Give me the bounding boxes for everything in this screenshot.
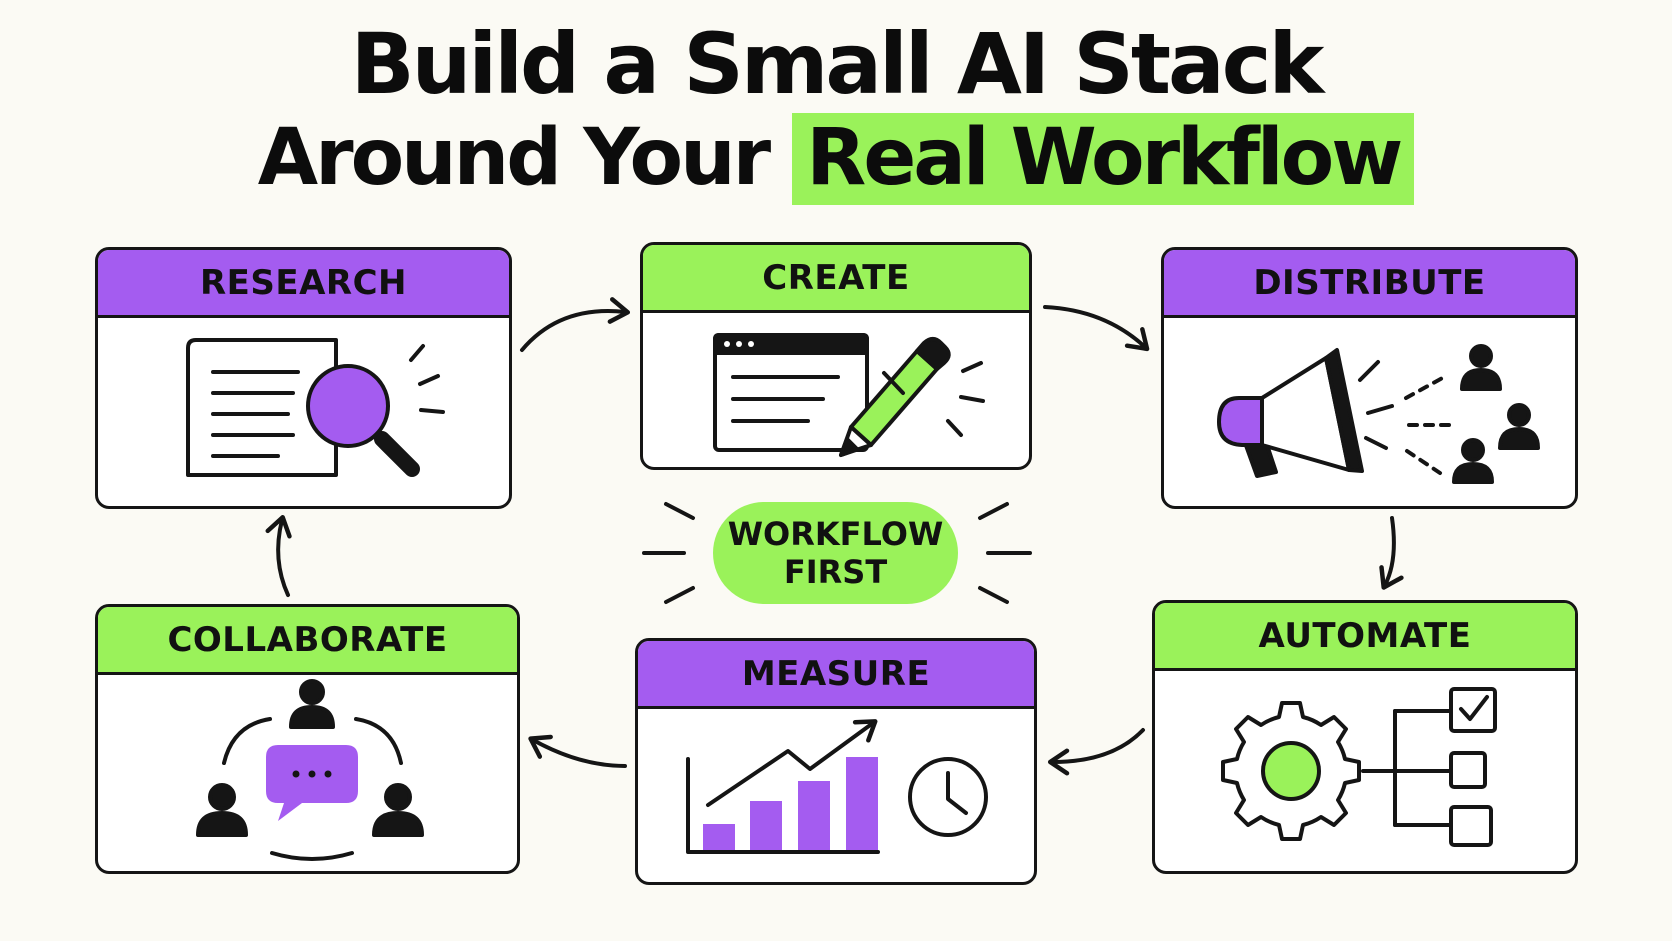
badge-line-1: WORKFLOW xyxy=(727,515,944,553)
step-title-automate: AUTOMATE xyxy=(1155,603,1575,671)
arrow-distribute-to-automate xyxy=(1379,516,1404,590)
arrow-collaborate-to-research xyxy=(265,515,292,597)
step-title-distribute: DISTRIBUTE xyxy=(1164,250,1575,318)
workflow-first-badge: WORKFLOW FIRST xyxy=(713,502,958,604)
gear-checklist-icon xyxy=(1221,687,1497,847)
step-card-collaborate[interactable]: COLLABORATE xyxy=(95,604,520,874)
arrow-create-to-distribute xyxy=(1043,305,1150,352)
step-title-collaborate: COLLABORATE xyxy=(98,607,517,675)
arrow-research-to-create xyxy=(520,297,631,352)
document-magnifier-icon xyxy=(186,338,445,477)
badge-line-2: FIRST xyxy=(783,553,888,591)
step-card-create[interactable]: CREATE xyxy=(640,242,1032,470)
title-line-1: Build a Small AI Stack xyxy=(350,15,1325,113)
title-line-2: Around Your Real Workflow xyxy=(0,110,1672,206)
step-card-measure[interactable]: MEASURE xyxy=(635,638,1037,885)
badge-rays xyxy=(642,502,1032,604)
step-card-automate[interactable]: AUTOMATE xyxy=(1152,600,1578,874)
bar-chart-clock-icon xyxy=(686,719,988,854)
browser-pencil-icon xyxy=(713,333,985,457)
arrow-measure-to-collaborate xyxy=(528,734,627,768)
step-card-distribute[interactable]: DISTRIBUTE xyxy=(1161,247,1578,509)
megaphone-audience-icon xyxy=(1217,344,1540,484)
title-line-2-prefix: Around Your xyxy=(257,113,793,203)
step-title-research: RESEARCH xyxy=(98,250,509,318)
step-title-measure: MEASURE xyxy=(638,641,1034,709)
step-card-research[interactable]: RESEARCH xyxy=(95,247,512,509)
team-chat-icon xyxy=(196,679,424,861)
arrow-automate-to-measure xyxy=(1047,728,1145,776)
step-title-create: CREATE xyxy=(643,245,1029,313)
title-highlight: Real Workflow xyxy=(792,113,1415,205)
